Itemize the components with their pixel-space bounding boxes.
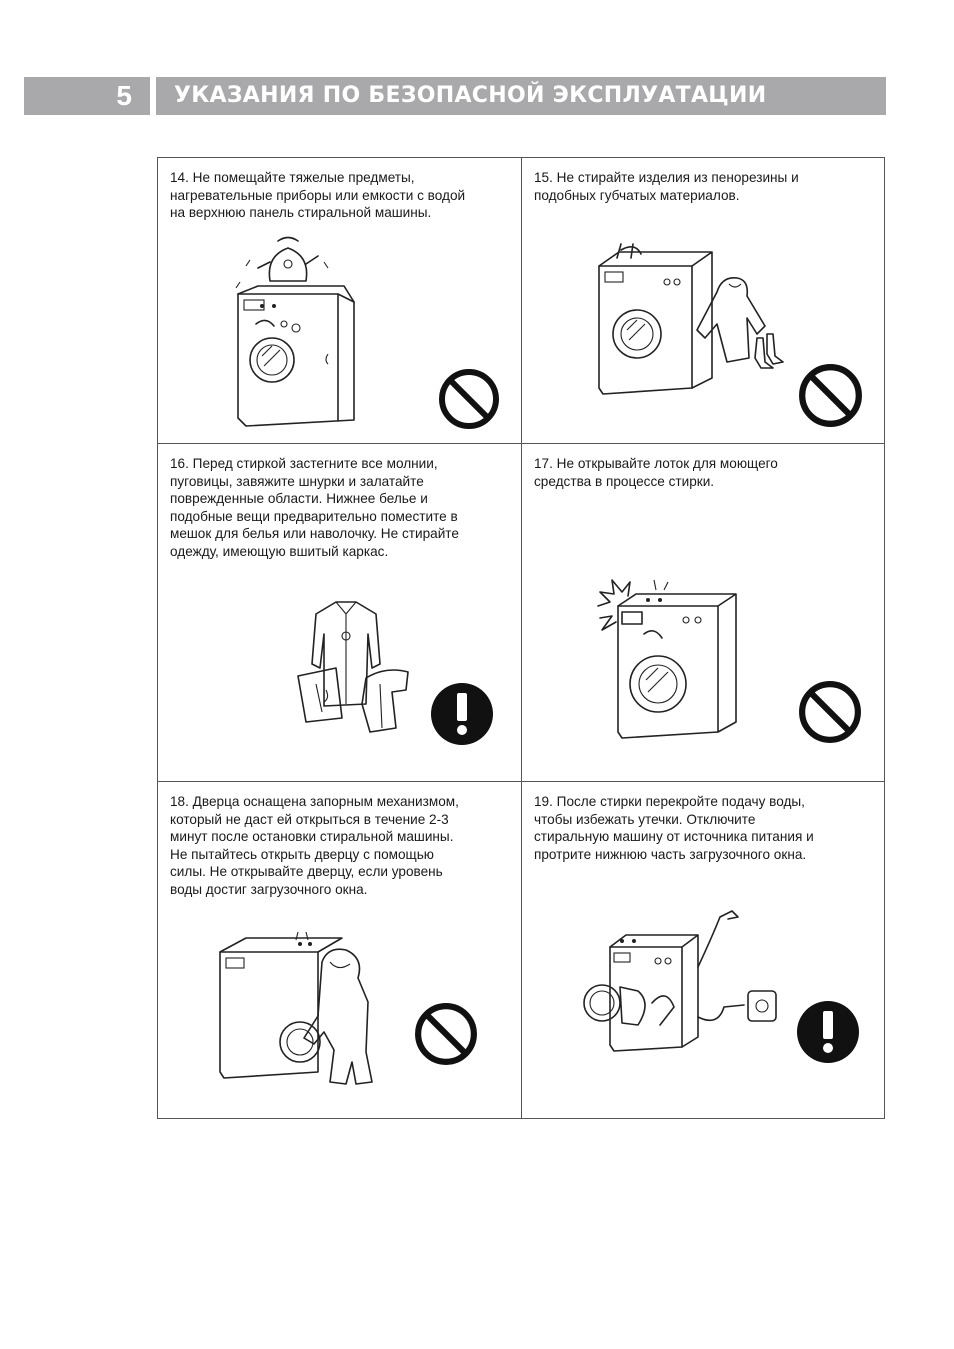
washer-detergent-drawer-illustration [597,579,737,739]
instruction-cell-19: 19. После стирки перекройте подачу воды,… [522,782,885,1119]
table-divider [521,158,522,1118]
prohibit-icon [439,369,499,429]
clothes-laundry-bag-illustration [297,601,409,733]
instruction-cell-18: 18. Дверца оснащена запорным механизмом,… [158,782,521,1119]
table-divider [158,781,884,782]
washer-tap-plug-illustration [583,910,777,1052]
instruction-cell-14: 14. Не помещайте тяжелые предметы, нагре… [158,158,521,443]
instruction-text: 16. Перед стиркой застегните все молнии,… [170,456,459,559]
instruction-text: 17. Не открывайте лоток для моющего сред… [534,456,778,489]
instruction-text: 14. Не помещайте тяжелые предметы, нагре… [170,170,466,221]
washer-opening-door-illustration [219,931,373,1085]
section-title: УКАЗАНИЯ ПО БЕЗОПАСНОЙ ЭКСПЛУАТАЦИИ [156,77,886,115]
section-number: 5 [24,77,150,115]
prohibit-icon [799,364,862,427]
warning-icon [431,683,493,745]
instruction-cell-17: 17. Не открывайте лоток для моющего сред… [522,444,885,781]
instruction-cell-15: 15. Не стирайте изделия из пенорезины и … [522,158,885,443]
instruction-text: 19. После стирки перекройте подачу воды,… [534,794,814,862]
instruction-text: 18. Дверца оснащена запорным механизмом,… [170,794,459,897]
washer-with-raincoat-illustration [598,243,784,395]
table-divider [158,443,884,444]
instruction-cell-16: 16. Перед стиркой застегните все молнии,… [158,444,521,781]
safety-instructions-table: 14. Не помещайте тяжелые предметы, нагре… [157,157,885,1119]
prohibit-icon [415,1003,477,1065]
washer-with-kettle-illustration [235,236,355,427]
warning-icon [797,1001,859,1063]
prohibit-icon [799,681,861,743]
instruction-text: 15. Не стирайте изделия из пенорезины и … [534,170,799,203]
